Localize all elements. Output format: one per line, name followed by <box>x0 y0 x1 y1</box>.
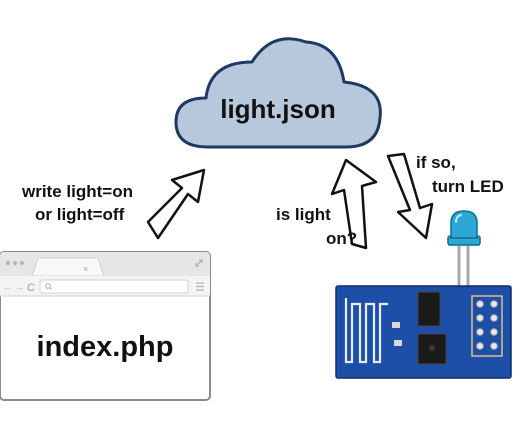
cloud: light.json <box>174 37 382 149</box>
chip-dot <box>429 345 435 351</box>
query-label-line2: on? <box>326 229 357 248</box>
respond-label-line2: turn LED <box>432 177 504 196</box>
window-dots <box>5 260 25 266</box>
pcb-antenna <box>344 298 388 364</box>
search-icon <box>45 283 52 290</box>
led-icon <box>447 210 481 288</box>
reload-icon: C <box>27 282 35 294</box>
write-label-line1: write light=on <box>21 182 133 201</box>
cloud-label: light.json <box>220 94 336 124</box>
expand-icon <box>195 259 203 267</box>
address-bar <box>39 279 189 294</box>
esp8266-board <box>335 285 512 379</box>
write-arrow <box>146 168 206 240</box>
write-label-line2: or light=off <box>35 205 125 224</box>
query-arrow <box>330 158 378 250</box>
menu-icon <box>196 282 204 291</box>
smd-component <box>392 322 400 328</box>
back-icon: ← <box>3 282 13 293</box>
tab-close-icon: × <box>83 264 88 274</box>
page-label: index.php <box>37 331 174 363</box>
flash-chip <box>417 291 441 327</box>
smd-component <box>394 340 402 346</box>
forward-icon: → <box>14 282 24 293</box>
pin-header <box>471 295 503 357</box>
respond-label-line1: if so, <box>416 153 456 172</box>
browser-tab <box>31 257 105 277</box>
respond-arrow <box>386 152 434 240</box>
browser-window: × ← → C index.php <box>0 251 211 401</box>
query-label-line1: is light <box>276 205 331 224</box>
